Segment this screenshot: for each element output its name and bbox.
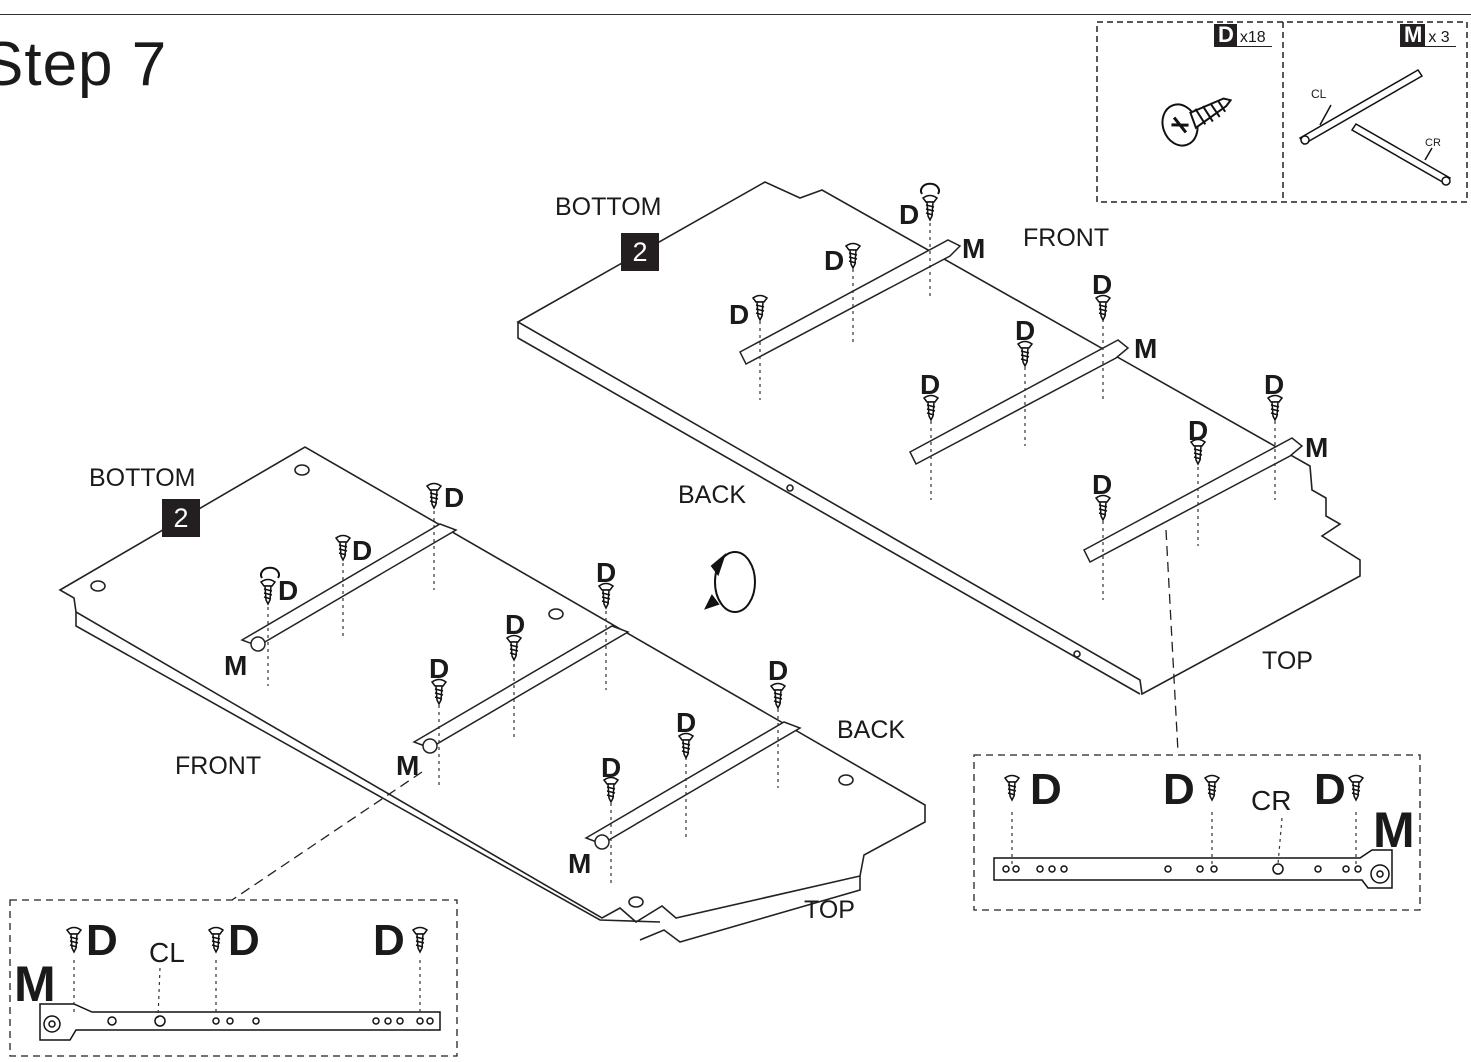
right-top-label: TOP	[1262, 647, 1313, 675]
detail-right-d-label: D	[1314, 765, 1346, 814]
right-bottom-label: BOTTOM	[555, 193, 662, 221]
detail-rail-left	[39, 1003, 441, 1041]
screw-label: D	[429, 653, 450, 684]
rail-label: M	[1305, 432, 1329, 463]
hardware-legend	[1096, 21, 1468, 203]
screw-label: D	[676, 707, 697, 738]
rail-label: M	[396, 750, 420, 781]
detail-right-m-label: M	[1373, 802, 1415, 858]
detail-left-d-label: D	[228, 916, 260, 965]
rail-label: M	[962, 233, 986, 264]
rail-label: M	[224, 650, 248, 681]
legend-cl-label: CL	[1311, 87, 1327, 101]
detail-guides	[73, 812, 1357, 1019]
screw-icon	[1161, 97, 1233, 147]
screw-label: D	[1092, 469, 1113, 500]
screw-guides	[267, 216, 1276, 884]
left-bottom-label: BOTTOM	[89, 464, 196, 492]
detail-right-d-label: D	[1030, 765, 1062, 814]
screw-label: D	[444, 482, 465, 513]
rails-left	[240, 523, 802, 850]
detail-left-d-label: D	[86, 916, 118, 965]
detail-left-d-label: D	[373, 916, 405, 965]
rail-label: M	[1134, 333, 1158, 364]
hardware-d-qty: x18	[1239, 29, 1266, 46]
screw-label: D	[729, 299, 750, 330]
screw-label: D	[505, 609, 526, 640]
left-front-label: FRONT	[175, 752, 262, 780]
rail-cl-icon	[1298, 68, 1424, 146]
screw-label: D	[1264, 369, 1285, 400]
screw-label: D	[824, 245, 845, 276]
rotate-arrow-icon	[704, 551, 756, 613]
header-rule	[0, 14, 1471, 15]
screw-label: D	[601, 752, 622, 783]
screw-label: D	[596, 557, 617, 588]
legend-cr-label: CR	[1425, 137, 1441, 149]
left-part-badge: 2	[162, 499, 200, 537]
board-left	[58, 446, 926, 943]
rails-right	[739, 239, 1304, 564]
left-top-label: TOP	[804, 896, 855, 924]
detail-right-cr-label: CR	[1251, 785, 1292, 816]
detail-left-m-label: M	[14, 956, 56, 1012]
right-front-label: FRONT	[1023, 224, 1110, 252]
detail-rail-right	[993, 849, 1393, 889]
hardware-m-code: M	[1401, 24, 1426, 46]
screw-label: D	[768, 655, 789, 686]
detail-right-d-label: D	[1163, 765, 1195, 814]
screw-label: D	[352, 535, 373, 566]
detail-boxes	[9, 754, 1421, 1057]
screw-label: D	[1092, 269, 1113, 300]
screw-label: D	[1015, 315, 1036, 346]
detail-leaders	[231, 529, 1179, 901]
left-back-label: BACK	[837, 716, 906, 744]
screw-label: D	[899, 199, 920, 230]
rail-label: M	[568, 848, 592, 879]
hardware-d-code: D	[1215, 24, 1237, 46]
rotate-small-icon	[260, 182, 940, 579]
rail-cr-icon	[1350, 123, 1452, 186]
page-title: Step 7	[0, 30, 168, 99]
detail-left-cl-label: CL	[149, 937, 185, 968]
screw-label: D	[1188, 415, 1209, 446]
right-part-badge: 2	[621, 233, 659, 271]
hardware-m-qty: x 3	[1428, 29, 1450, 46]
screw-label: D	[278, 575, 299, 606]
screw-label: D	[920, 369, 941, 400]
right-back-label: BACK	[678, 481, 747, 509]
